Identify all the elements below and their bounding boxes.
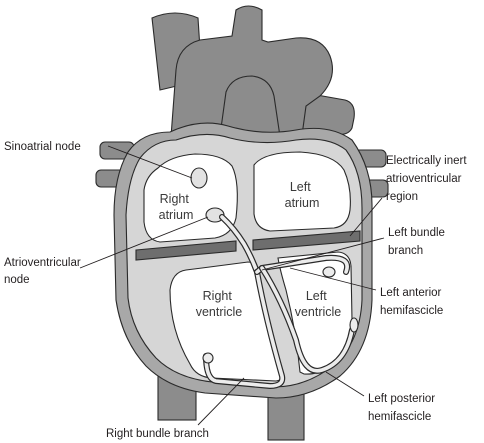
label-left-anterior-hemifascicle: Left anterior hemifascicle: [380, 287, 445, 317]
label-left-posterior-hemifascicle: Left posterior hemifascicle: [368, 393, 438, 423]
label-left-bundle-branch: Left bundle branch: [388, 227, 448, 257]
label-sinoatrial-node: Sinoatrial node: [4, 141, 81, 153]
anterior-fascicle-end: [323, 267, 335, 277]
label-right-bundle-branch: Right bundle branch: [106, 428, 209, 440]
sinoatrial-node: [191, 168, 207, 188]
posterior-fascicle-end: [350, 318, 358, 332]
right-bundle-end: [203, 353, 213, 363]
label-electrically-inert-region: Electrically inert atrioventricular regi…: [386, 155, 470, 203]
leader-left-posterior-hemifascicle: [326, 372, 364, 396]
heart-body: [114, 123, 372, 398]
label-atrioventricular-node: Atrioventricular node: [4, 257, 84, 286]
